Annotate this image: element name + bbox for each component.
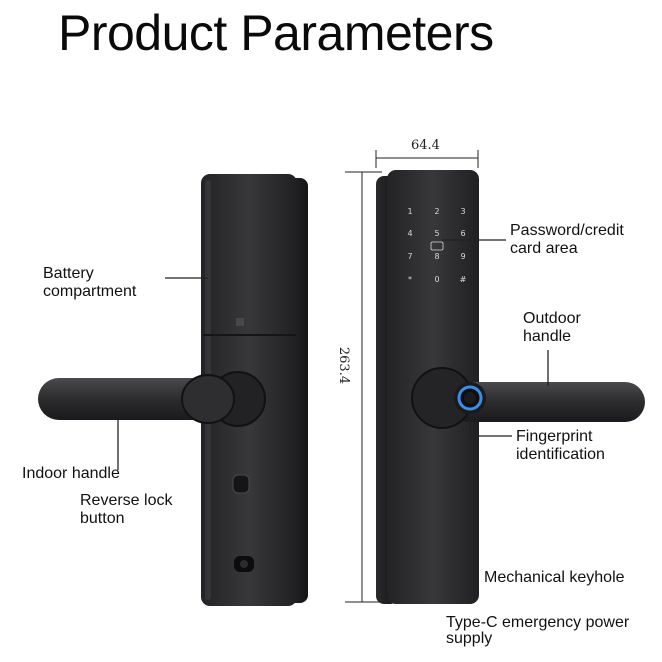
- keypad-key-3: 3: [460, 207, 465, 216]
- keypad-key-9: 9: [460, 252, 465, 261]
- outdoor-handle: [411, 367, 645, 429]
- height-dimension-label: 263.4: [336, 346, 352, 385]
- width-dimension-label: 64.4: [411, 138, 440, 153]
- page-title: Product Parameters: [58, 5, 494, 61]
- keypad-key-4: 4: [407, 229, 412, 238]
- reverse-lock-button: [232, 474, 250, 494]
- width-dimension-line: [375, 150, 479, 168]
- fingerprint-label: Fingerprint identification: [516, 428, 605, 463]
- battery-compartment-label: Battery compartment: [43, 265, 137, 300]
- mechanical-keyhole-label: Mechanical keyhole: [484, 569, 625, 586]
- keypad: 1 2 3 4 5 6 7 8 9 * 0 #: [407, 207, 466, 284]
- keypad-key-#: #: [460, 275, 467, 284]
- card-reader-icon: [430, 241, 444, 251]
- battery-compartment-seam: [203, 318, 296, 336]
- keypad-key-8: 8: [434, 252, 439, 261]
- height-dimension-line: [345, 171, 382, 603]
- keypad-key-5: 5: [434, 229, 439, 238]
- keypad-key-*: *: [408, 275, 412, 284]
- keypad-key-1: 1: [407, 207, 412, 216]
- reverse-lock-button-label: Reverse lock button: [80, 492, 173, 527]
- keypad-key-6: 6: [460, 229, 465, 238]
- callout-lines: [117, 239, 549, 470]
- typec-power-label: Type-C emergency power supply: [446, 614, 630, 647]
- indoor-handle: [38, 371, 266, 427]
- indoor-handle-label: Indoor handle: [22, 465, 120, 482]
- keypad-key-7: 7: [407, 252, 412, 261]
- keypad-key-0: 0: [434, 275, 439, 284]
- password-area-label: Password/credit card area: [510, 222, 624, 257]
- keypad-key-2: 2: [434, 207, 439, 216]
- fingerprint-sensor: [457, 385, 483, 411]
- indoor-keyhole: [234, 556, 254, 572]
- outdoor-handle-label: Outdoor handle: [523, 310, 581, 345]
